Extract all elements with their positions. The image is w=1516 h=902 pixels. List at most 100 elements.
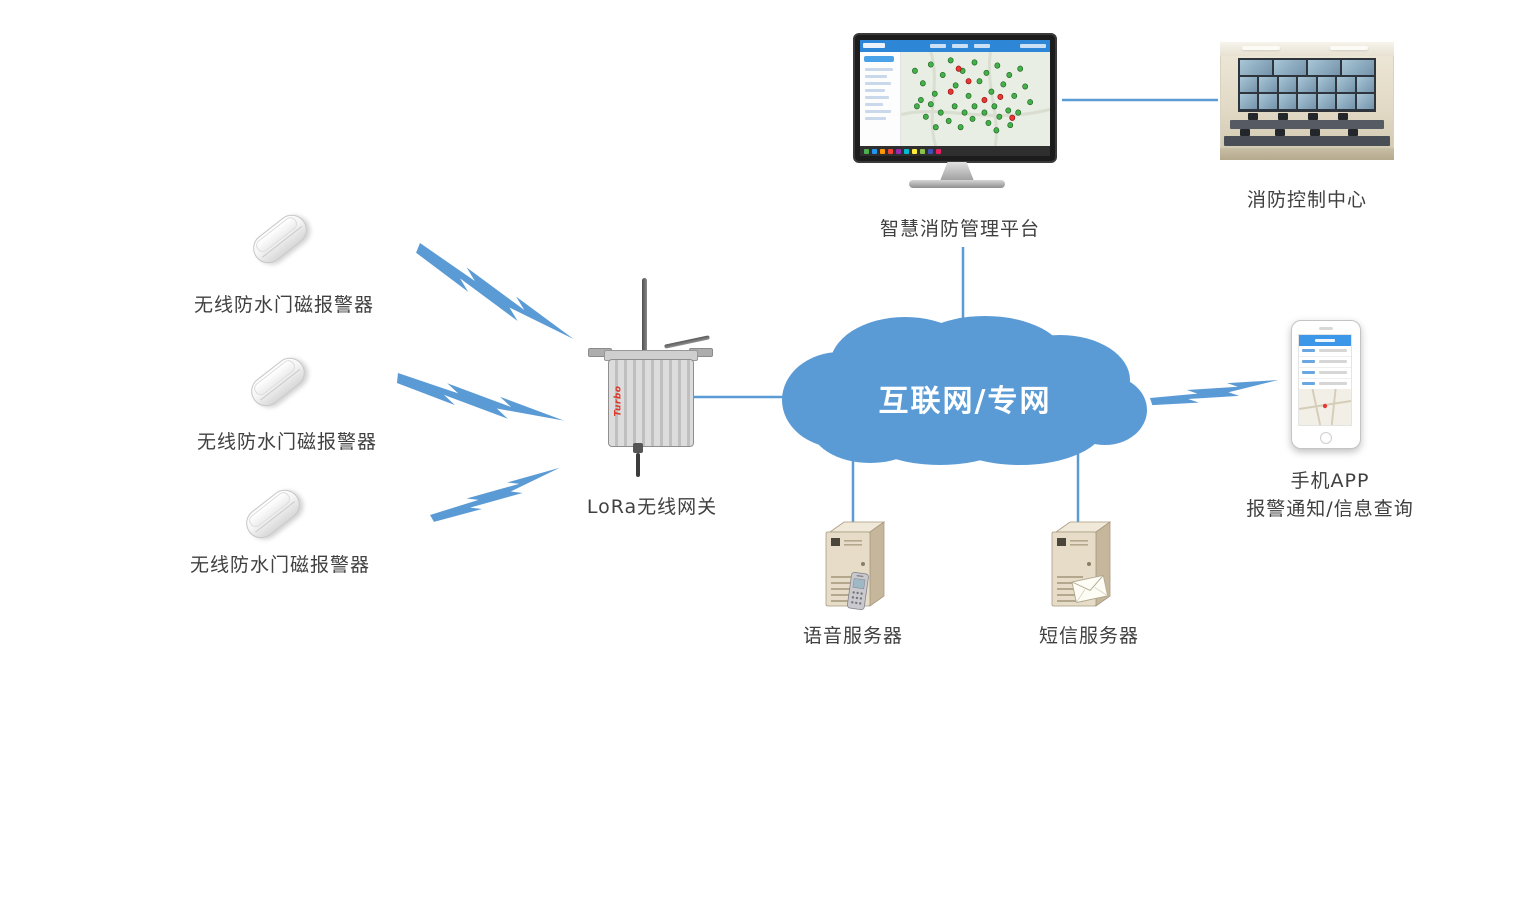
desk-monitor bbox=[1248, 113, 1258, 120]
phone-map-canvas bbox=[1299, 389, 1351, 425]
row-key-block bbox=[1302, 349, 1315, 352]
sidebar-line bbox=[865, 117, 886, 120]
map-markers-normal bbox=[912, 57, 1034, 134]
console-desk bbox=[1230, 120, 1384, 129]
desk-monitor bbox=[1310, 129, 1320, 136]
mobile-app-subtitle: 报警通知/信息查询 bbox=[1246, 498, 1414, 520]
sidebar-line bbox=[865, 103, 883, 106]
monitor-screen bbox=[860, 40, 1050, 156]
monitor-stand bbox=[940, 162, 974, 181]
envelope-icon bbox=[1071, 574, 1109, 604]
row-value-block bbox=[1319, 360, 1347, 363]
row-value-block bbox=[1319, 371, 1347, 374]
desk-monitor bbox=[1338, 113, 1348, 120]
taskbar-icon bbox=[880, 148, 885, 154]
gateway-label: LoRa无线网关 bbox=[586, 496, 718, 518]
wall-screen bbox=[1240, 77, 1258, 92]
nav-item bbox=[974, 44, 990, 48]
row-key-block bbox=[1302, 371, 1315, 374]
phone-list-row bbox=[1299, 368, 1351, 379]
door-sensor-3-body bbox=[240, 483, 306, 545]
cloud-label: 互联网/专网 bbox=[878, 384, 1052, 419]
platform-monitor bbox=[853, 33, 1057, 163]
taskbar-icon bbox=[872, 148, 877, 154]
wall-screen bbox=[1240, 60, 1272, 75]
door-sensor-2-label: 无线防水门磁报警器 bbox=[196, 431, 377, 453]
sidebar-line bbox=[865, 96, 889, 99]
taskbar-icon bbox=[936, 148, 941, 154]
video-wall bbox=[1238, 58, 1376, 112]
phone-list-row bbox=[1299, 346, 1351, 357]
lightning-bolt-sensor1-gateway bbox=[406, 243, 586, 343]
nav-item bbox=[952, 44, 968, 48]
wall-screen bbox=[1259, 77, 1277, 92]
monitor-base bbox=[909, 180, 1005, 188]
room-ceiling bbox=[1220, 42, 1394, 56]
map-markers-alarm bbox=[947, 65, 1016, 121]
desk-monitor bbox=[1278, 113, 1288, 120]
wall-screen bbox=[1308, 60, 1340, 75]
nav-item bbox=[930, 44, 946, 48]
video-wall-row bbox=[1240, 77, 1374, 92]
nav-item bbox=[1020, 44, 1046, 48]
taskbar-icon bbox=[888, 148, 893, 154]
door-sensor-2-body bbox=[245, 351, 311, 413]
phone-app-title-block bbox=[1315, 339, 1335, 342]
desk-monitor bbox=[1240, 129, 1250, 136]
taskbar-icon bbox=[928, 148, 933, 154]
video-wall-row bbox=[1240, 94, 1374, 109]
wall-screen bbox=[1337, 77, 1355, 92]
antenna-icon bbox=[664, 335, 710, 349]
wall-screen bbox=[1342, 60, 1374, 75]
wall-screen bbox=[1298, 94, 1316, 109]
sidebar-line bbox=[865, 89, 885, 92]
row-key-block bbox=[1302, 382, 1315, 385]
control-center-photo bbox=[1220, 42, 1394, 160]
sidebar-line bbox=[865, 75, 887, 78]
wall-screen bbox=[1356, 77, 1374, 92]
row-key-block bbox=[1302, 360, 1315, 363]
phone-map bbox=[1299, 389, 1351, 425]
desk-monitor bbox=[1275, 129, 1285, 136]
lightning-bolt-cloud-phone bbox=[1150, 358, 1280, 423]
phone-screen bbox=[1298, 334, 1352, 426]
door-sensor-1-label: 无线防水门磁报警器 bbox=[193, 294, 374, 316]
phone-list-row bbox=[1299, 357, 1351, 368]
phone-map-marker bbox=[1322, 403, 1328, 409]
sms-server-label: 短信服务器 bbox=[1038, 625, 1139, 647]
wall-screen bbox=[1278, 94, 1297, 109]
console-desk bbox=[1224, 136, 1390, 146]
map-panel bbox=[901, 52, 1050, 146]
wall-screen bbox=[1278, 77, 1297, 92]
phone-home-button bbox=[1320, 432, 1332, 444]
door-sensor-3 bbox=[231, 475, 321, 555]
sidebar-line bbox=[865, 110, 891, 113]
app-sidebar bbox=[860, 52, 901, 146]
voice-server-label: 语音服务器 bbox=[802, 625, 903, 647]
ceiling-light bbox=[1330, 46, 1368, 50]
lora-gateway: Turbo bbox=[588, 278, 713, 478]
row-value-block bbox=[1319, 382, 1347, 385]
voice-server bbox=[820, 518, 888, 614]
phone-speaker bbox=[1319, 327, 1333, 330]
wall-screen bbox=[1317, 77, 1336, 92]
video-wall-row bbox=[1240, 60, 1374, 75]
room-floor bbox=[1220, 148, 1394, 160]
taskbar-icon bbox=[912, 148, 917, 154]
taskbar bbox=[860, 146, 1050, 156]
gateway-body: Turbo bbox=[608, 359, 694, 447]
voice-server-tower bbox=[825, 521, 886, 611]
door-sensor-3-label: 无线防水门磁报警器 bbox=[189, 554, 370, 576]
desk-monitor bbox=[1348, 129, 1358, 136]
sidebar-line bbox=[865, 82, 891, 85]
taskbar-icon bbox=[920, 148, 925, 154]
mobile-app-title: 手机APP bbox=[1290, 470, 1370, 492]
wall-screen bbox=[1240, 94, 1258, 109]
door-sensor-1-body bbox=[247, 208, 313, 270]
app-header-bar bbox=[860, 40, 1050, 52]
desk-monitor bbox=[1308, 113, 1318, 120]
wall-screen bbox=[1317, 94, 1336, 109]
sidebar-line bbox=[865, 68, 893, 71]
